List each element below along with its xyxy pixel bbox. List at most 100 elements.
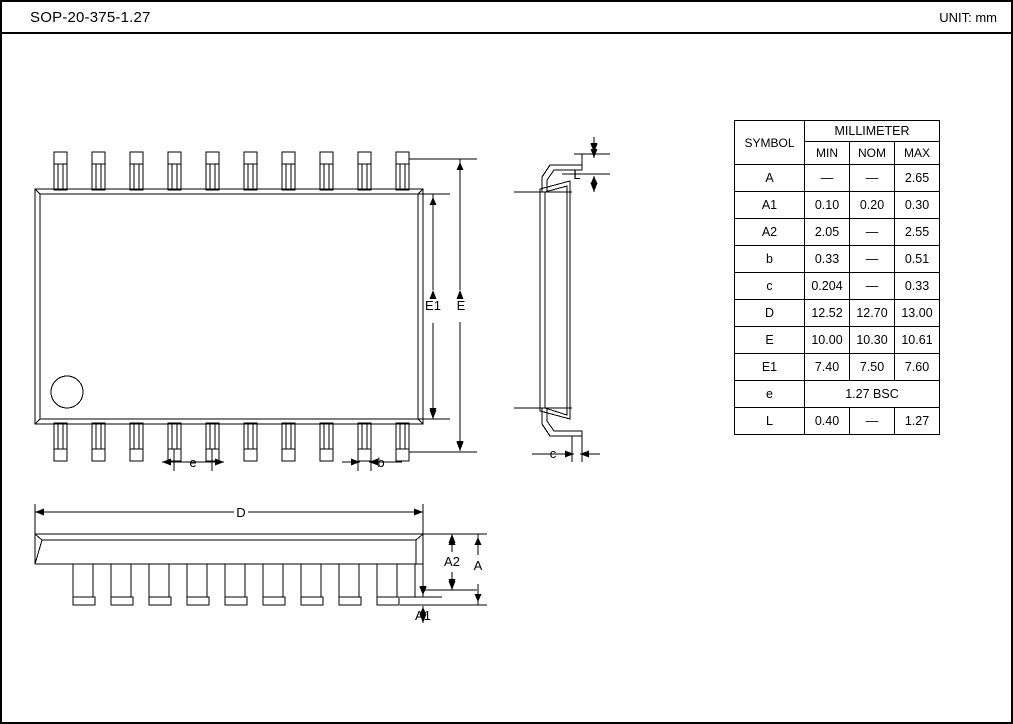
cell-nom: — xyxy=(849,245,895,273)
cell-max: 1.27 xyxy=(894,407,940,435)
cell-max: 7.60 xyxy=(894,353,940,381)
pin-bottom xyxy=(243,422,258,462)
label-b: b xyxy=(377,455,384,470)
pin-top xyxy=(395,151,410,191)
cell-min: — xyxy=(804,164,850,192)
cell-min: 0.40 xyxy=(804,407,850,435)
top-pins-upper xyxy=(53,151,410,191)
dimension-D xyxy=(34,504,424,534)
pin-top xyxy=(167,151,182,191)
cell-max: 0.33 xyxy=(894,272,940,300)
body-outline-front xyxy=(34,533,424,565)
dimension-labels: E1 E e b L c D A2 A A1 xyxy=(189,167,580,623)
pin-bottom xyxy=(319,422,334,462)
pin-bottom xyxy=(281,422,296,462)
label-D: D xyxy=(236,505,245,520)
header-nom: NOM xyxy=(849,141,895,165)
pin-top xyxy=(53,151,68,191)
cell-min: 2.05 xyxy=(804,218,850,246)
drawing-canvas: E1 E e b L c D A2 A A1 xyxy=(2,34,1011,722)
lead-front xyxy=(300,564,324,606)
header-symbol: SYMBOL xyxy=(734,120,805,165)
top-pins-lower xyxy=(53,422,410,462)
cell-min: 0.10 xyxy=(804,191,850,219)
label-e: e xyxy=(189,455,196,470)
cell-symbol: A2 xyxy=(734,218,805,246)
label-E1: E1 xyxy=(425,298,441,313)
pin1-indicator-icon xyxy=(50,375,84,409)
dimension-arrowheads xyxy=(419,144,598,615)
cell-symbol: E1 xyxy=(734,353,805,381)
pin-bottom xyxy=(91,422,106,462)
pin-bottom xyxy=(395,422,410,462)
body-outline-top xyxy=(34,188,424,425)
unit-label: UNIT: mm xyxy=(939,10,997,25)
table-row: L 0.40 — 1.27 xyxy=(734,407,940,435)
pin-top xyxy=(357,151,372,191)
lead-front xyxy=(72,564,96,606)
dimension-E xyxy=(409,158,477,453)
header-millimeter: MILLIMETER xyxy=(804,120,940,142)
cell-nom: — xyxy=(849,218,895,246)
cell-symbol: E xyxy=(734,326,805,354)
table-row: A1 0.10 0.20 0.30 xyxy=(734,191,940,219)
pin-top xyxy=(281,151,296,191)
table-row: E 10.00 10.30 10.61 xyxy=(734,326,940,354)
lead-front xyxy=(148,564,172,606)
cell-nom: 7.50 xyxy=(849,353,895,381)
pin-bottom xyxy=(129,422,144,462)
cell-symbol: e xyxy=(734,380,805,408)
pin-top xyxy=(205,151,220,191)
table-row: A2 2.05 — 2.55 xyxy=(734,218,940,246)
cell-min: 0.33 xyxy=(804,245,850,273)
pin-top xyxy=(129,151,144,191)
pin-top xyxy=(243,151,258,191)
dimension-c xyxy=(532,436,600,462)
cell-symbol: A xyxy=(734,164,805,192)
lead-side-lower xyxy=(541,408,583,449)
lead-front xyxy=(110,564,134,606)
mechanical-drawing-svg: E1 E e b L c D A2 A A1 xyxy=(34,137,610,623)
lead-side-upper xyxy=(541,154,583,192)
dimension-table: SYMBOL MILLIMETER MIN NOM MAX A — — 2.65… xyxy=(734,120,940,435)
dimension-b xyxy=(342,449,402,471)
cell-max: 2.55 xyxy=(894,218,940,246)
lead-front xyxy=(224,564,248,606)
cell-symbol: A1 xyxy=(734,191,805,219)
label-E: E xyxy=(457,298,466,313)
table-row: E1 7.40 7.50 7.60 xyxy=(734,353,940,381)
table-row: b 0.33 — 0.51 xyxy=(734,245,940,273)
label-c: c xyxy=(550,446,557,461)
lead-front xyxy=(186,564,210,606)
front-leads xyxy=(72,564,424,606)
cell-symbol: L xyxy=(734,407,805,435)
cell-symbol: D xyxy=(734,299,805,327)
cell-max: 0.30 xyxy=(894,191,940,219)
cell-max: 0.51 xyxy=(894,245,940,273)
cell-min: 0.204 xyxy=(804,272,850,300)
table-row: A — — 2.65 xyxy=(734,164,940,192)
side-view xyxy=(514,137,610,462)
table-row: D 12.52 12.70 13.00 xyxy=(734,299,940,327)
cell-symbol: c xyxy=(734,272,805,300)
cell-nom: 0.20 xyxy=(849,191,895,219)
table-header-row-2: MIN NOM MAX xyxy=(735,141,940,165)
cell-symbol: b xyxy=(734,245,805,273)
body-outline-side xyxy=(539,180,571,420)
cell-nom: 12.70 xyxy=(849,299,895,327)
cell-nom: — xyxy=(849,272,895,300)
cell-nom: — xyxy=(849,164,895,192)
lead-front xyxy=(376,564,400,606)
cell-max: 2.65 xyxy=(894,164,940,192)
front-view xyxy=(34,504,487,623)
table-row: c 0.204 — 0.33 xyxy=(734,272,940,300)
label-L: L xyxy=(573,167,580,182)
table-row: e 1.27 BSC xyxy=(734,380,940,408)
header-max: MAX xyxy=(894,141,940,165)
cell-min: 10.00 xyxy=(804,326,850,354)
cell-span-value: 1.27 BSC xyxy=(804,380,940,408)
title-block: SOP-20-375-1.27 UNIT: mm xyxy=(2,2,1011,34)
pin-top xyxy=(319,151,334,191)
table-header-row-1: SYMBOL MILLIMETER xyxy=(734,120,940,165)
